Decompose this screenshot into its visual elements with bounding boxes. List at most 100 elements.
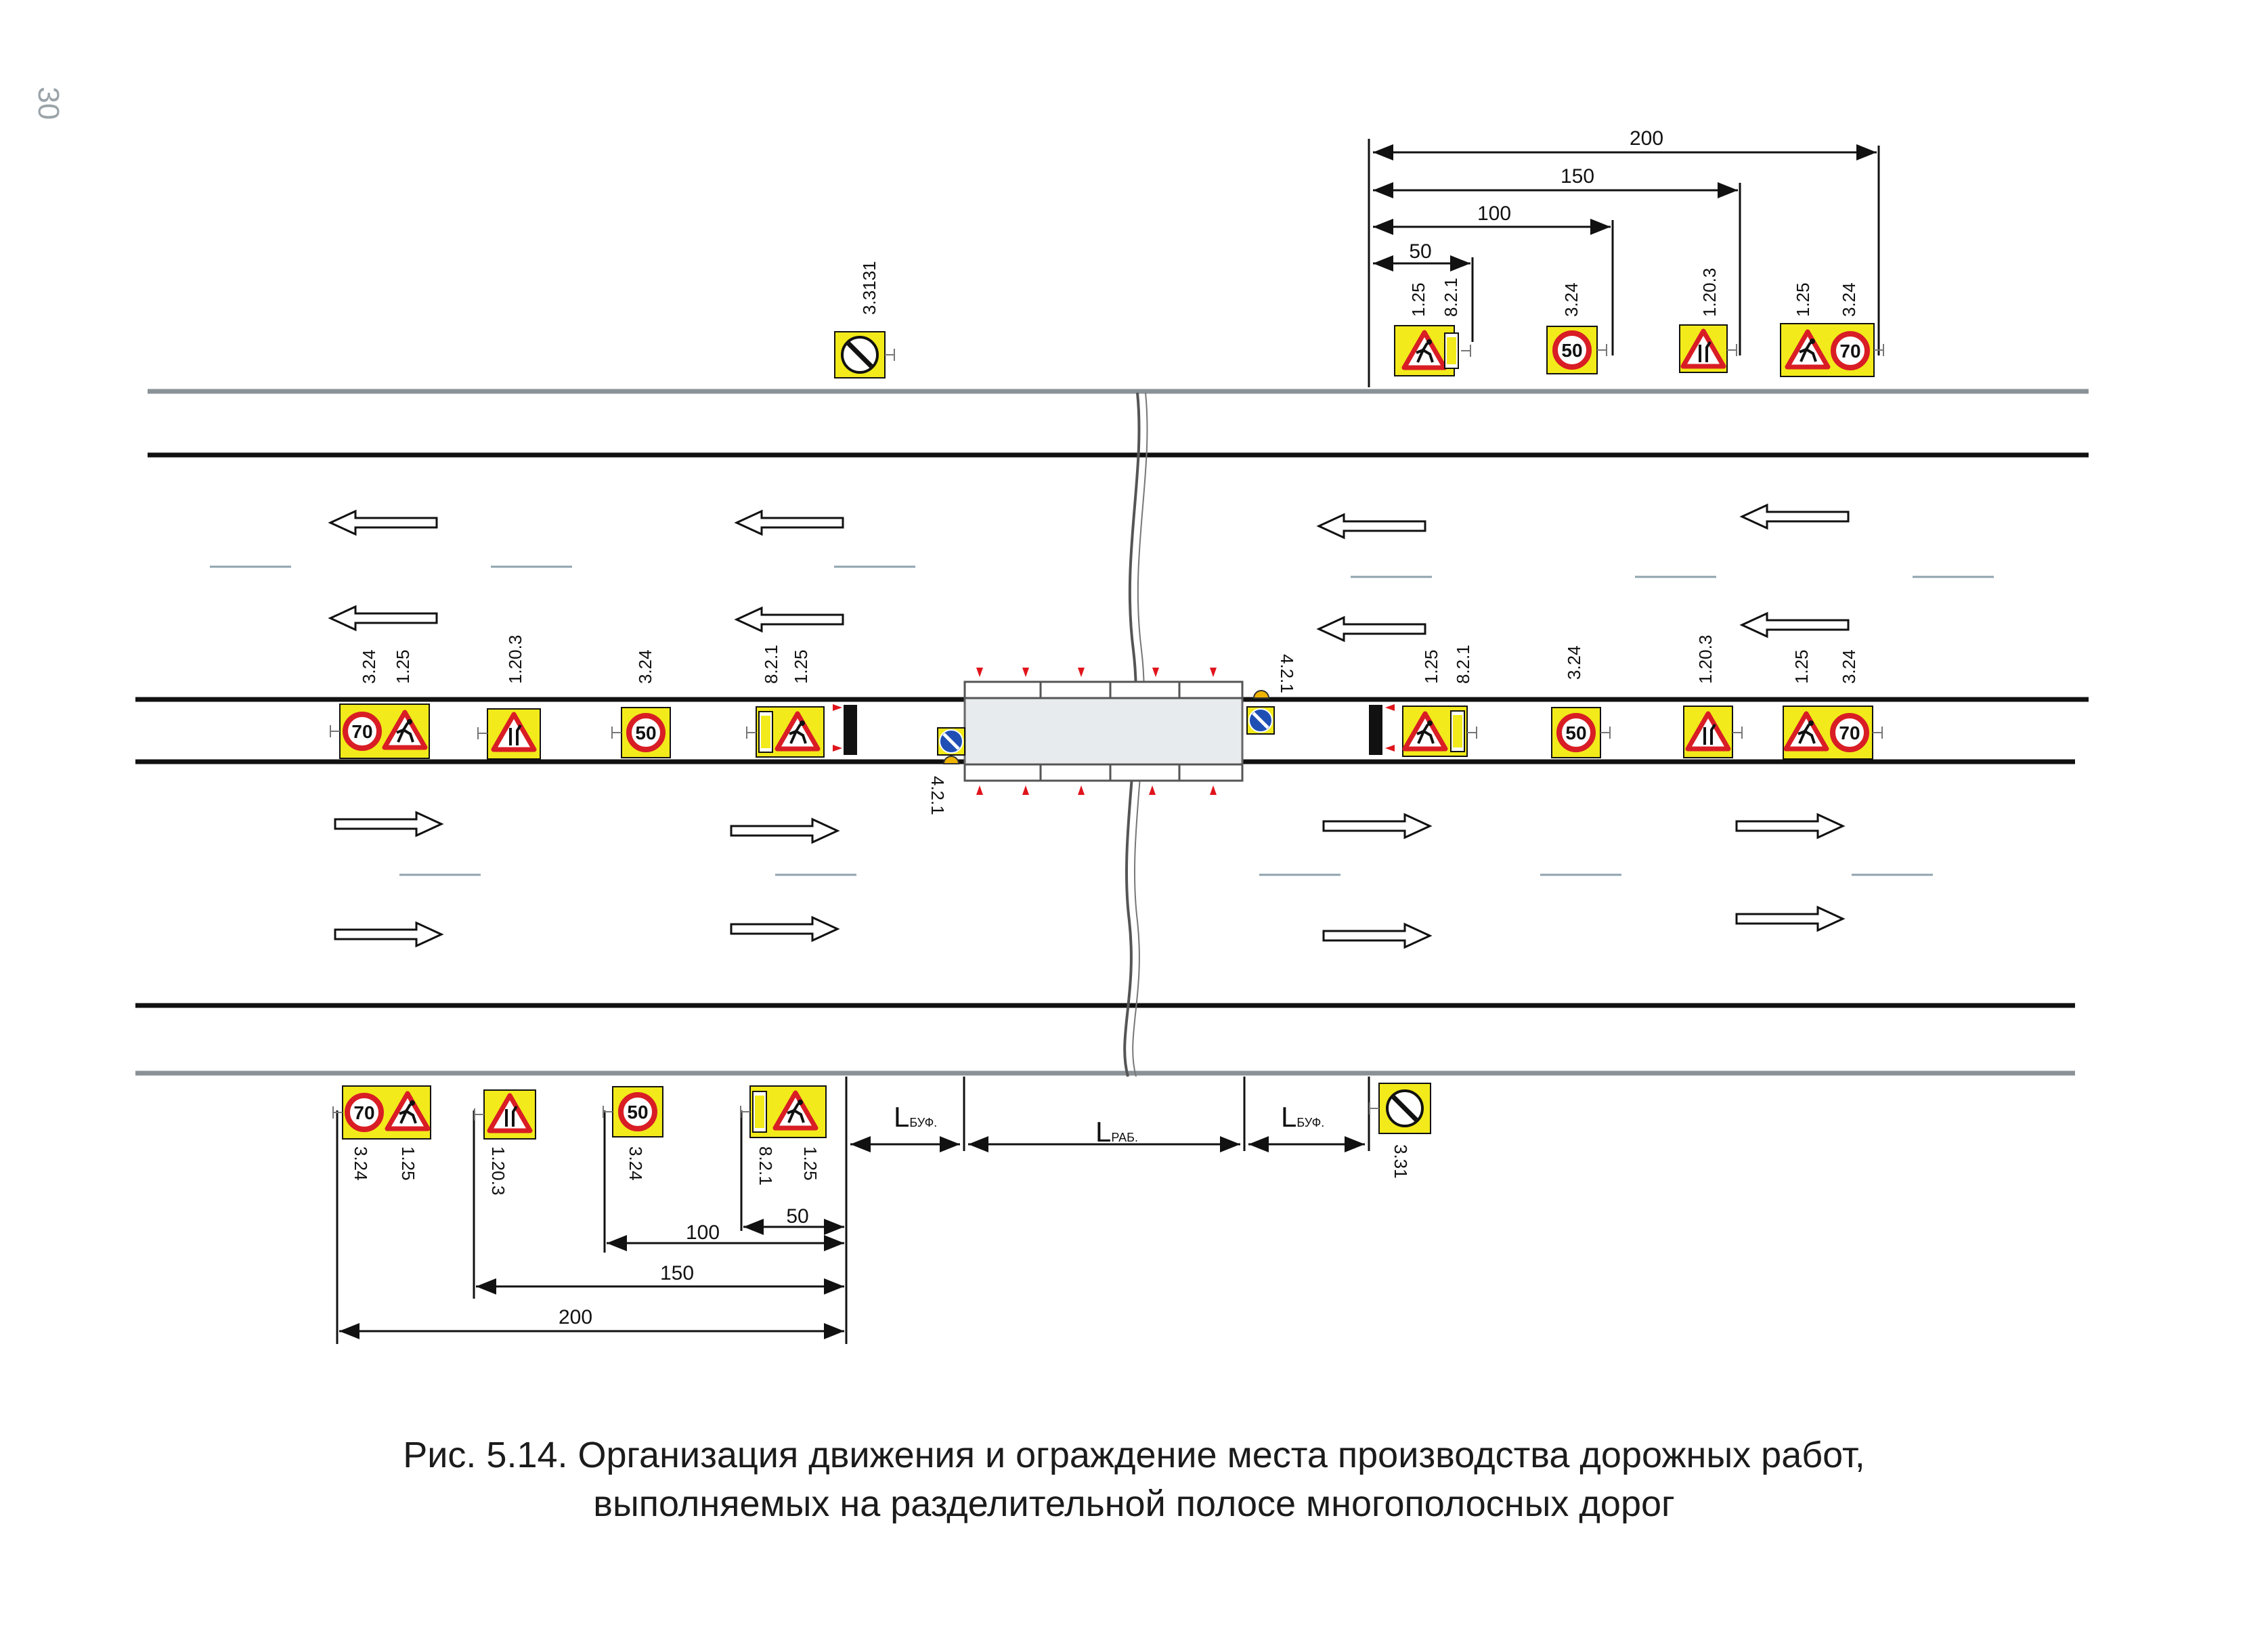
code-1-25-top-r: 1.25: [1793, 282, 1813, 317]
dim-150-bottom: 150: [660, 1262, 694, 1284]
barrier-block-left: [844, 705, 857, 755]
sign-works-speed-70-median-right: 70: [1783, 706, 1883, 760]
code-3-3131: 3.3131: [859, 261, 879, 315]
code-1-20-3-mid-l: 1.20.3: [505, 635, 525, 684]
arrow-left: [1316, 513, 1426, 540]
code-1-25-bot: 1.25: [398, 1146, 418, 1181]
code-1-25-mid-r2: 1.25: [1791, 649, 1812, 684]
arrow-right: [334, 921, 444, 948]
caption-line-1: Рис. 5.14. Организация движения и огражд…: [403, 1435, 1865, 1475]
dimension-labels: 200 150 100 50 50 100 150 200: [559, 127, 1663, 1328]
sign-works-plaque-median-left: [746, 706, 825, 758]
code-3-24-bot2: 3.24: [626, 1146, 646, 1181]
sign-codes: 3.3131 1.25 8.2.1 3.24 1.20.3 1.25 3.24 3.24 1.2…: [351, 261, 1859, 1195]
sign-speed-50-median-right: 50: [1551, 707, 1611, 758]
pass-sign-left: [937, 727, 965, 756]
code-4-2-1-right: 4.2.1: [1277, 654, 1297, 693]
dimensions-bottom: [336, 1077, 1370, 1344]
arrow-right: [730, 817, 840, 844]
speed-value: 70: [1839, 722, 1860, 743]
code-3-24-top-r: 3.24: [1839, 282, 1859, 317]
speed-value: 50: [627, 1102, 648, 1123]
arrow-left: [328, 605, 438, 632]
speed-value: 50: [635, 722, 656, 743]
code-1-20-3-top: 1.20.3: [1699, 268, 1720, 317]
arrow-left: [734, 509, 844, 536]
arrow-right: [730, 915, 840, 942]
code-3-31-bot: 3.31: [1391, 1144, 1411, 1179]
caption-line-2: выполняемых на разделительной полосе мно…: [593, 1483, 1675, 1524]
arrow-right: [1322, 812, 1433, 840]
sign-end-restrictions-top: [834, 331, 895, 378]
dimensions-top: [1368, 139, 1880, 387]
sign-speed-70-works-bottom: 70: [332, 1085, 431, 1140]
dim-50-top: 50: [1409, 240, 1431, 263]
arrow-left: [1739, 611, 1850, 638]
code-3-24-mid-l: 3.24: [359, 649, 379, 684]
traffic-arrows: [328, 503, 1850, 949]
arrow-right: [1735, 905, 1846, 932]
sign-narrowing-top: [1679, 324, 1737, 373]
sign-narrowing-bottom: [474, 1089, 536, 1140]
warning-lights: [833, 668, 1395, 795]
arrow-right: [1322, 922, 1433, 949]
lamp-right: [1252, 690, 1270, 699]
code-1-20-3-mid-r: 1.20.3: [1695, 635, 1716, 684]
sign-speed-70-works-median-left: 70: [330, 703, 430, 759]
code-1-20-3-bot: 1.20.3: [488, 1146, 508, 1195]
code-1-25-mid-l2: 1.25: [791, 649, 811, 684]
sign-narrowing-median-right: [1683, 706, 1743, 758]
code-1-25-top: 1.25: [1408, 282, 1429, 317]
sign-speed-50-median-left: 50: [611, 707, 671, 758]
code-3-24-mid-l2: 3.24: [635, 649, 655, 684]
dim-200-top: 200: [1630, 127, 1663, 150]
arrow-right: [334, 810, 444, 838]
speed-value: 70: [351, 721, 372, 742]
zone-buffer-right: LБУФ.: [1281, 1101, 1324, 1133]
dim-100-bottom: 100: [686, 1221, 720, 1244]
arrow-left: [328, 509, 438, 536]
speed-value: 50: [1561, 340, 1582, 361]
code-1-25-bot2: 1.25: [800, 1146, 821, 1181]
sign-end-restrictions-bottom: [1369, 1083, 1431, 1134]
sign-speed-50-top: 50: [1546, 326, 1607, 374]
code-3-24-bot: 3.24: [351, 1146, 371, 1181]
sign-speed-50-bottom: 50: [603, 1086, 663, 1138]
pass-sign-right: [1246, 706, 1275, 735]
sign-works-plaque-median-right: [1402, 706, 1477, 757]
zone-labels: LБУФ. LРАБ. LБУФ.: [894, 1101, 1324, 1148]
speed-value: 70: [1839, 341, 1860, 362]
code-8-2-1-mid-l: 8.2.1: [761, 645, 781, 684]
barrier-block-right: [1369, 705, 1382, 755]
code-3-24-mid-r: 3.24: [1564, 645, 1584, 680]
sign-narrowing-median-left: [477, 708, 541, 760]
code-8-2-1-top: 8.2.1: [1441, 278, 1461, 317]
work-zone: [833, 668, 1395, 795]
code-4-2-1-left: 4.2.1: [928, 776, 948, 815]
sign-works-speed-70-top: 70: [1780, 323, 1884, 377]
arrow-left: [734, 606, 844, 633]
zone-work: LРАБ.: [1095, 1116, 1138, 1148]
code-1-25-mid-l: 1.25: [393, 649, 413, 684]
road-signs: 50 70 70 50 50 70 70 50: [330, 323, 1884, 1140]
arrow-left: [1739, 503, 1850, 530]
lane-dashes: [210, 565, 1994, 876]
fence-bottom: [963, 763, 1244, 782]
speed-value: 50: [1565, 722, 1586, 743]
speed-value: 70: [353, 1102, 374, 1123]
code-3-24-top: 3.24: [1561, 282, 1582, 317]
zone-buffer-left: LБУФ.: [894, 1101, 937, 1133]
fence-top: [963, 680, 1244, 699]
code-8-2-1-bot: 8.2.1: [756, 1146, 776, 1186]
code-3-24-mid-r2: 3.24: [1839, 649, 1859, 684]
lamp-left: [942, 756, 960, 764]
code-1-25-mid-r: 1.25: [1421, 649, 1441, 684]
arrow-right: [1735, 812, 1846, 840]
dim-200-bottom: 200: [559, 1306, 592, 1328]
sign-works-plaque-top: [1394, 325, 1471, 376]
dim-50-bottom: 50: [786, 1205, 808, 1228]
dim-100-top: 100: [1477, 202, 1511, 225]
code-8-2-1-mid-r: 8.2.1: [1453, 645, 1473, 684]
dim-150-top: 150: [1561, 165, 1594, 188]
